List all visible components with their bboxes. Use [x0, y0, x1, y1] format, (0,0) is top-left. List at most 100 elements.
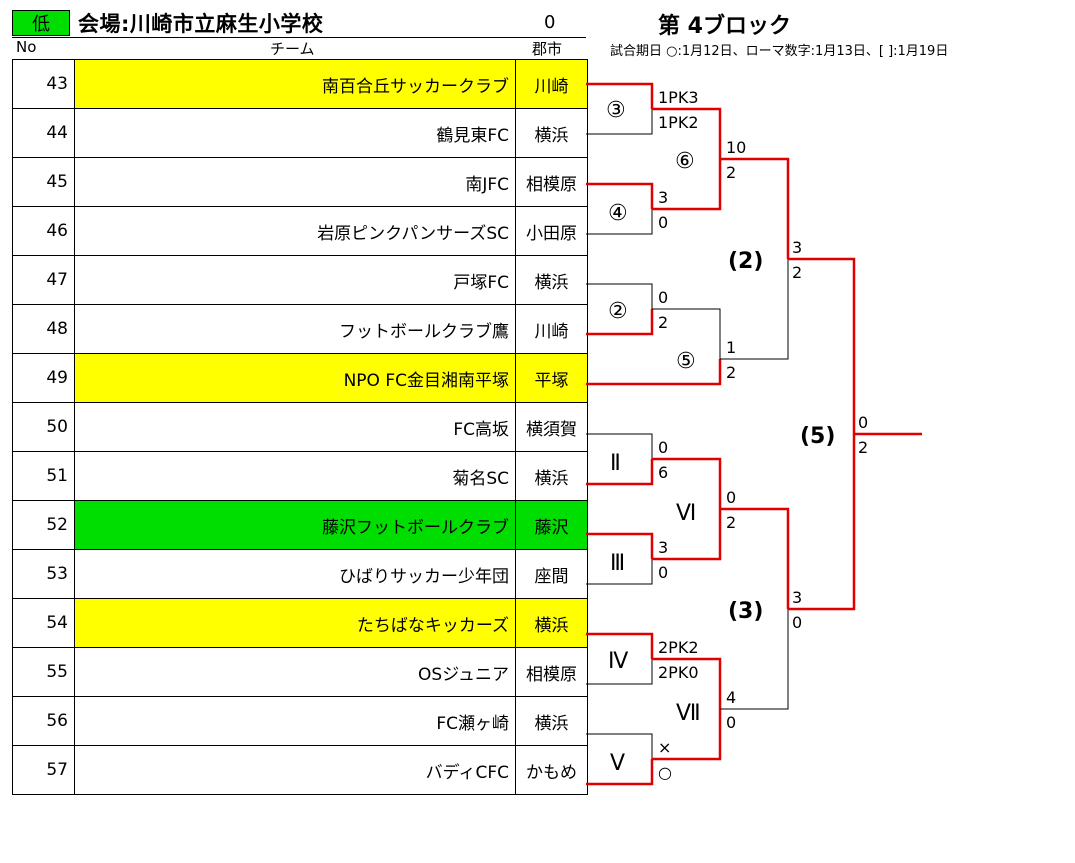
score-3-top: 1PK3 — [658, 88, 699, 107]
bracket-line-m2-winner — [652, 308, 721, 359]
match-label-III: Ⅲ — [610, 551, 625, 576]
bracket-line-50 — [586, 433, 653, 459]
score-III-bottom: 0 — [658, 563, 668, 582]
team-no: 48 — [12, 304, 75, 354]
score-r3-bottom: 0 — [792, 613, 802, 632]
round-label-5: (5) — [800, 424, 835, 449]
bracket-line-45 — [586, 182, 654, 209]
bracket-line-54 — [586, 632, 654, 659]
bracket-line-mVI-winner — [720, 507, 790, 609]
score-r2-bottom: 2 — [792, 263, 802, 282]
team-name: FC瀬ヶ崎 — [74, 696, 516, 746]
score-r2-top: 3 — [792, 238, 802, 257]
team-no: 51 — [12, 451, 75, 501]
bracket-line-44 — [586, 109, 653, 135]
bracket-line-47 — [586, 283, 653, 309]
bracket-line-56 — [586, 733, 653, 759]
team-city: かもめ — [515, 745, 588, 795]
bracket-line-46 — [586, 209, 653, 235]
bracket-line-55 — [586, 659, 653, 685]
score-5-top: 1 — [726, 338, 736, 357]
bracket-line-57 — [586, 759, 654, 786]
match-label-VII: Ⅶ — [676, 701, 701, 726]
team-city: 横浜 — [515, 108, 588, 158]
score-6-bottom: 2 — [726, 163, 736, 182]
block-title: 第 4ブロック — [658, 14, 791, 39]
team-name: ひばりサッカー少年団 — [74, 549, 516, 599]
header-rule — [12, 37, 586, 38]
bracket-line-m6-winner — [720, 157, 790, 259]
team-no: 54 — [12, 598, 75, 648]
team-city: 相模原 — [515, 157, 588, 207]
match-label-3: ③ — [606, 98, 626, 123]
team-name: たちばなキッカーズ — [74, 598, 516, 648]
score-II-bottom: 6 — [658, 463, 668, 482]
match-label-V: Ⅴ — [610, 751, 625, 776]
column-header-city: 郡市 — [532, 40, 563, 58]
team-name: NPO FC金目湘南平塚 — [74, 353, 516, 403]
team-no: 52 — [12, 500, 75, 550]
score-4-bottom: 0 — [658, 213, 668, 232]
bracket-lines — [586, 82, 922, 786]
team-city: 座間 — [515, 549, 588, 599]
score-V-bottom: ○ — [658, 763, 672, 782]
score-2-top: 0 — [658, 288, 668, 307]
team-no: 46 — [12, 206, 75, 256]
team-name: OSジュニア — [74, 647, 516, 697]
bracket-line-r2-winner — [788, 257, 856, 434]
bracket-line-mIV-winner — [652, 657, 722, 709]
bracket-line-48 — [586, 309, 654, 336]
round-label-2: (2) — [728, 249, 763, 274]
match-label-II: Ⅱ — [610, 451, 621, 476]
bracket-line-mVII-winner — [720, 609, 789, 710]
score-3-bottom: 1PK2 — [658, 113, 699, 132]
score-III-top: 3 — [658, 538, 668, 557]
bracket-line-m5-winner — [720, 259, 789, 360]
bracket-line-51 — [586, 459, 654, 486]
bracket-line-m3-winner — [652, 107, 722, 159]
venue-title: 会場:川崎市立麻生小学校 — [78, 12, 324, 36]
level-badge: 低 — [12, 10, 70, 36]
score-r3-top: 3 — [792, 588, 802, 607]
round-label-3: (3) — [728, 599, 763, 624]
team-no: 57 — [12, 745, 75, 795]
team-name: 南百合丘サッカークラブ — [74, 59, 516, 109]
team-city: 川崎 — [515, 304, 588, 354]
match-label-IV: Ⅳ — [608, 649, 629, 674]
team-city: 横浜 — [515, 255, 588, 305]
bracket-line-m4-winner — [652, 159, 722, 211]
team-city: 横浜 — [515, 696, 588, 746]
match-label-6: ⑥ — [675, 149, 695, 174]
column-header-no: No — [16, 38, 37, 56]
score-VI-bottom: 2 — [726, 513, 736, 532]
team-name: 藤沢フットボールクラブ — [74, 500, 516, 550]
team-name: 鶴見東FC — [74, 108, 516, 158]
team-city: 平塚 — [515, 353, 588, 403]
score-r5-bottom: 2 — [858, 438, 868, 457]
score-4-top: 3 — [658, 188, 668, 207]
schedule-legend: 試合期日 ○:1月12日、ローマ数字:1月13日、[ ]:1月19日 — [610, 44, 949, 59]
score-VII-top: 4 — [726, 688, 736, 707]
team-city: 横浜 — [515, 598, 588, 648]
match-label-5: ⑤ — [676, 349, 696, 374]
team-name: バディCFC — [74, 745, 516, 795]
score-II-top: 0 — [658, 438, 668, 457]
team-name: 岩原ピンクパンサーズSC — [74, 206, 516, 256]
team-city: 藤沢 — [515, 500, 588, 550]
bracket-line-53 — [586, 559, 653, 585]
team-no: 50 — [12, 402, 75, 452]
